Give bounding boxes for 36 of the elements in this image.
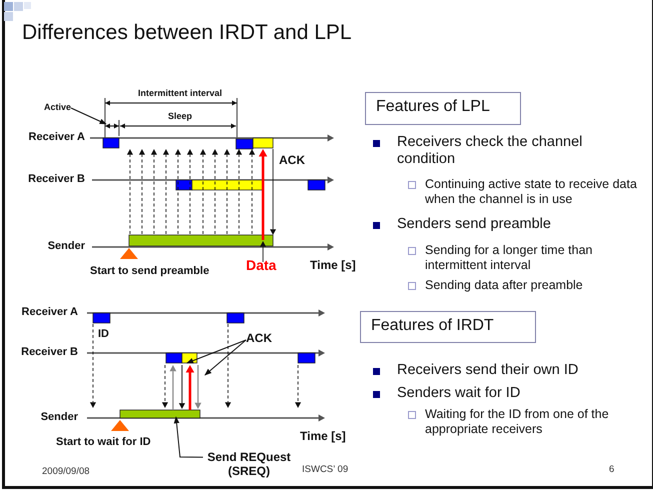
section-heading: Features of IRDT [360, 311, 536, 343]
bullet-text: Waiting for the ID from one of the appropriate receivers [425, 407, 610, 437]
axis-label: Time [s] [300, 429, 347, 444]
timeline-label: Receiver B [27, 173, 85, 186]
timeline-label: ID [98, 328, 110, 342]
signal-label: ACK [279, 153, 306, 168]
bullet-text: Senders wait for ID [397, 385, 522, 402]
leader-line [70, 108, 107, 124]
bullet-text: Receivers check the channel condition [397, 134, 584, 169]
footer-text: 6 [609, 464, 616, 476]
slide-title: Differences between IRDT and LPL [22, 21, 352, 45]
bullet-text: Senders send preamble [397, 216, 552, 234]
section-heading: Features of LPL [365, 92, 521, 125]
timeline-label: Receiver A [20, 306, 78, 320]
leader-line [186, 340, 246, 364]
timeline-label: Sender [40, 411, 78, 424]
leader-line [204, 340, 246, 376]
timeline-label: Receiver B [20, 346, 78, 360]
axis-label: Time [s] [310, 258, 357, 272]
dimension-label: Sleep [166, 111, 193, 122]
footer-text: 2009/09/08 [42, 466, 91, 478]
dimension-label: Intermittent interval [136, 88, 223, 99]
timeline-label: Start to send preamble [90, 265, 210, 278]
callout-text: ACK [246, 331, 276, 346]
callout-text: Active [33, 102, 71, 113]
callout-text: Send REQuest (SREQ) [203, 450, 295, 479]
timeline-label: Start to wait for ID [56, 436, 152, 450]
bullet-text: Sending for a longer time than intermittent interval [425, 243, 594, 273]
bullet-text: Continuing active state to receive data when the channel is in use [425, 177, 638, 207]
footer-text: ISWCS’ 09 [302, 464, 350, 476]
timeline-label: Sender [46, 240, 85, 254]
timeline-label: Receiver A [28, 131, 85, 144]
bullet-text: Sending data after preamble [425, 278, 584, 293]
signal-label: Data [246, 257, 278, 274]
leader-line [174, 416, 204, 458]
bullet-text: Receivers send their own ID [397, 362, 580, 380]
